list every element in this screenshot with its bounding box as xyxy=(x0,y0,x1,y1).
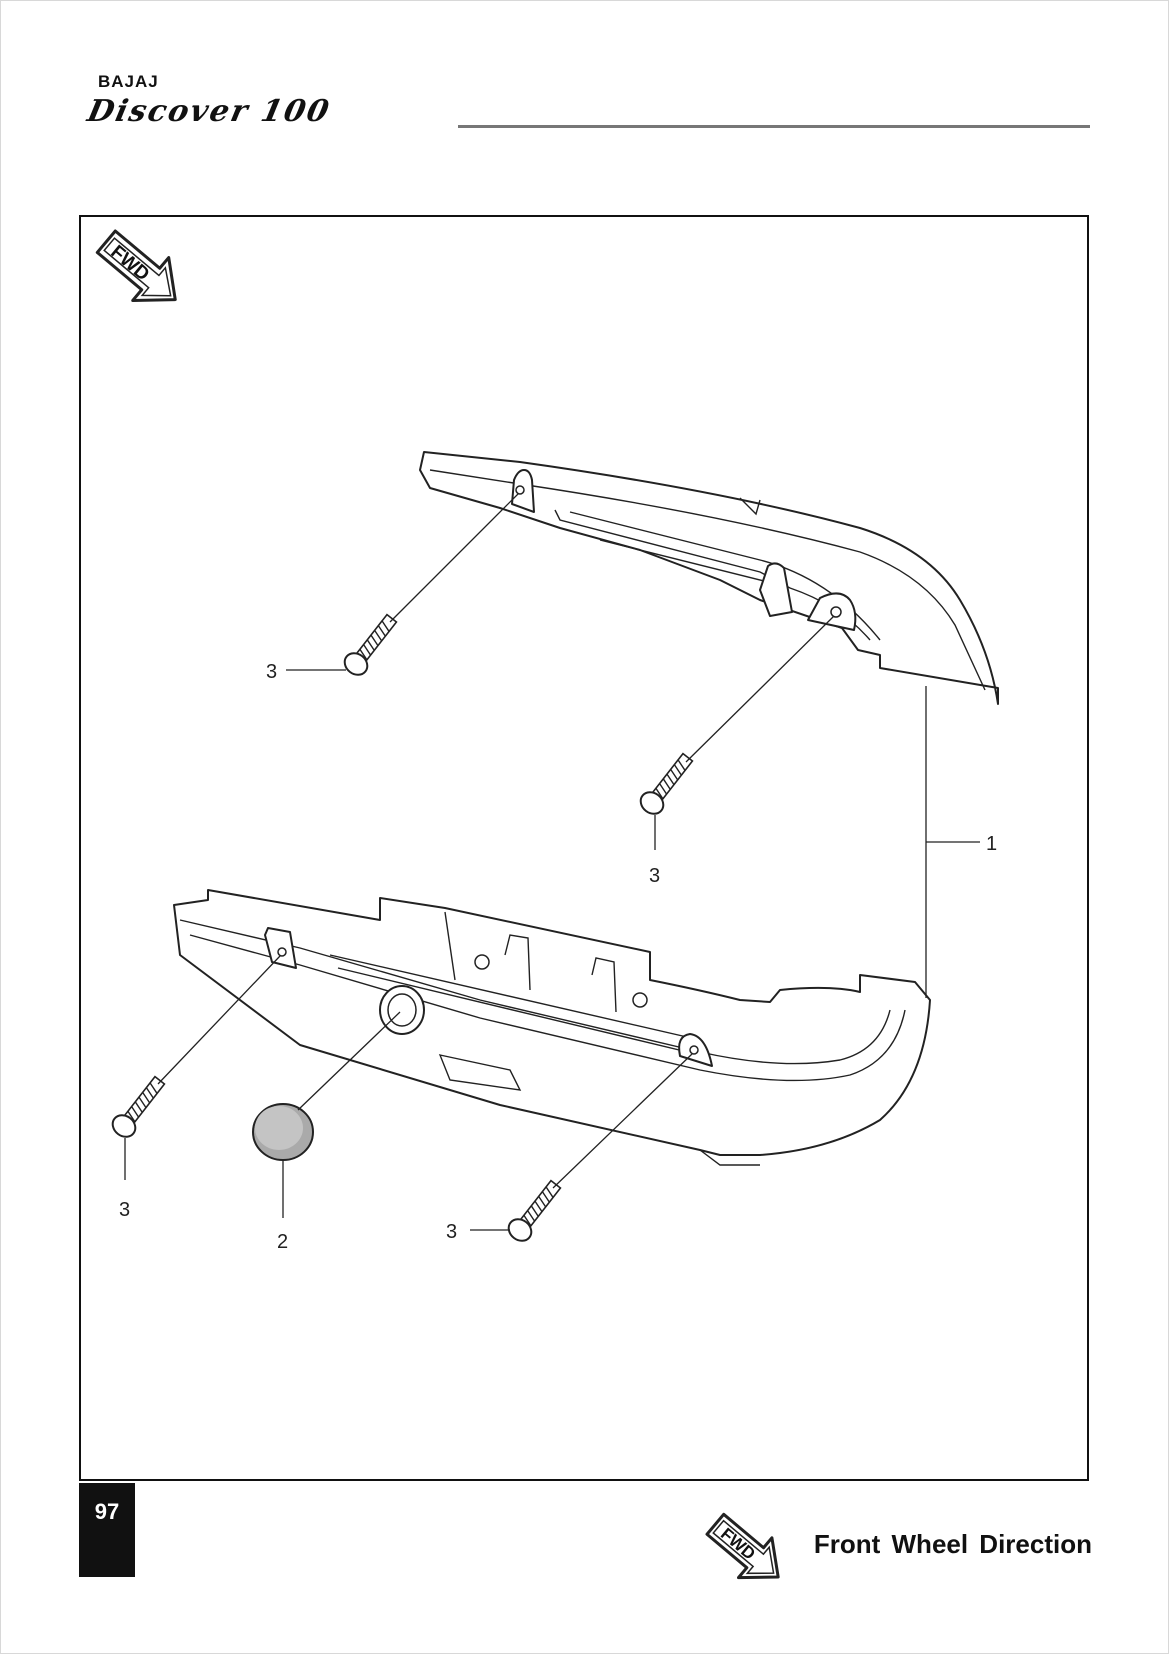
lower-cover xyxy=(173,889,931,1166)
leader-lines xyxy=(124,493,980,1231)
diagram-frame xyxy=(79,215,1089,1481)
screw-upper-right xyxy=(639,752,694,815)
callout-item-1: 1 xyxy=(986,833,997,855)
callout-item-3-upper-right: 3 xyxy=(649,865,660,887)
legend-text: Front Wheel Direction xyxy=(813,1529,1092,1559)
callout-item-3-lower-right: 3 xyxy=(446,1221,457,1243)
brand-logo: BAJAJ Discover 100 xyxy=(84,72,333,129)
fwd-arrow-icon: FWD xyxy=(705,1512,780,1580)
upper-cover xyxy=(419,451,999,705)
page-number-box: 97 xyxy=(79,1483,135,1577)
brand-maker: BAJAJ xyxy=(98,72,159,91)
header-rule xyxy=(458,125,1090,128)
callout-item-2: 2 xyxy=(277,1231,288,1253)
cap-part xyxy=(252,1103,314,1161)
fwd-legend: FWD Front Wheel Direction xyxy=(702,1510,1092,1590)
screw-upper-left xyxy=(343,613,398,676)
screw-lower-right xyxy=(507,1179,562,1242)
page-number: 97 xyxy=(94,1499,120,1524)
callout-item-3-lower-left: 3 xyxy=(119,1199,130,1221)
screw-lower-left xyxy=(111,1075,166,1138)
fwd-arrow-icon: FWD xyxy=(95,229,177,302)
callout-item-3-upper-left: 3 xyxy=(266,661,277,683)
